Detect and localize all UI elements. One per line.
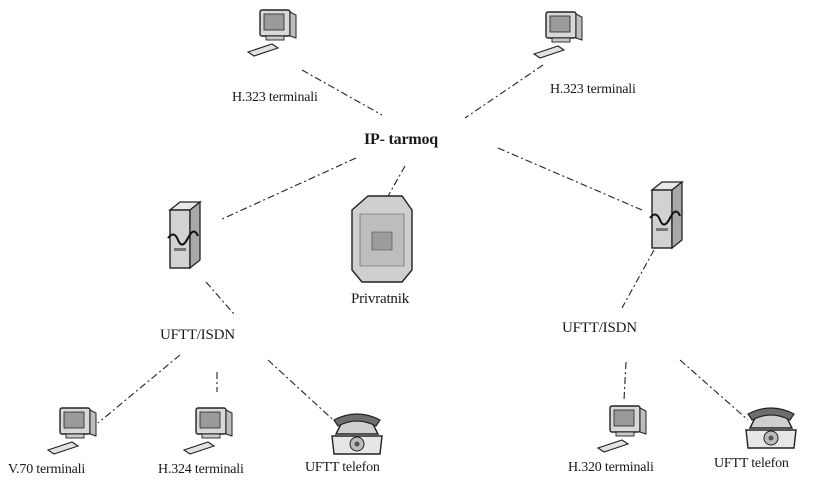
gatekeeper-icon <box>351 195 413 283</box>
computer-icon <box>533 11 583 59</box>
link-topright-ip <box>464 64 544 119</box>
gateway-icon <box>167 201 201 269</box>
isdn-right-label: UFTT/ISDN <box>562 320 637 336</box>
link-isdnleft-phone <box>267 359 343 429</box>
link-topleft-ip <box>301 69 383 116</box>
telephone-icon <box>745 407 797 449</box>
computer-icon <box>247 9 297 57</box>
isdn-left-label: UFTT/ISDN <box>160 327 235 343</box>
computer-icon <box>183 407 233 455</box>
terminal-h320-label: H.320 terminali <box>568 460 654 475</box>
phone-right-label: UFTT telefon <box>714 456 789 471</box>
link-ip-gwright <box>497 147 643 211</box>
link-isdnleft-v70 <box>97 354 181 424</box>
link-ip-gatekeeper <box>386 165 406 199</box>
link-gwleft-isdnleft <box>205 281 235 315</box>
terminal-top-left-label: H.323 terminali <box>232 90 318 105</box>
telephone-icon <box>331 413 383 455</box>
link-isdnright-phone <box>679 359 749 421</box>
gateway-icon <box>649 181 683 249</box>
link-gwright-isdnright <box>621 249 655 309</box>
phone-left-label: UFTT telefon <box>305 460 380 475</box>
network-label: IP- tarmoq <box>364 131 438 148</box>
link-isdnright-h320 <box>623 361 627 401</box>
terminal-h324-label: H.324 terminali <box>158 462 244 477</box>
terminal-top-right-label: H.323 terminali <box>550 82 636 97</box>
computer-icon <box>47 407 97 455</box>
gatekeeper-label: Privratnik <box>351 291 409 307</box>
computer-icon <box>597 405 647 453</box>
terminal-v70-label: V.70 terminali <box>8 462 86 477</box>
link-ip-gwleft <box>219 157 357 221</box>
